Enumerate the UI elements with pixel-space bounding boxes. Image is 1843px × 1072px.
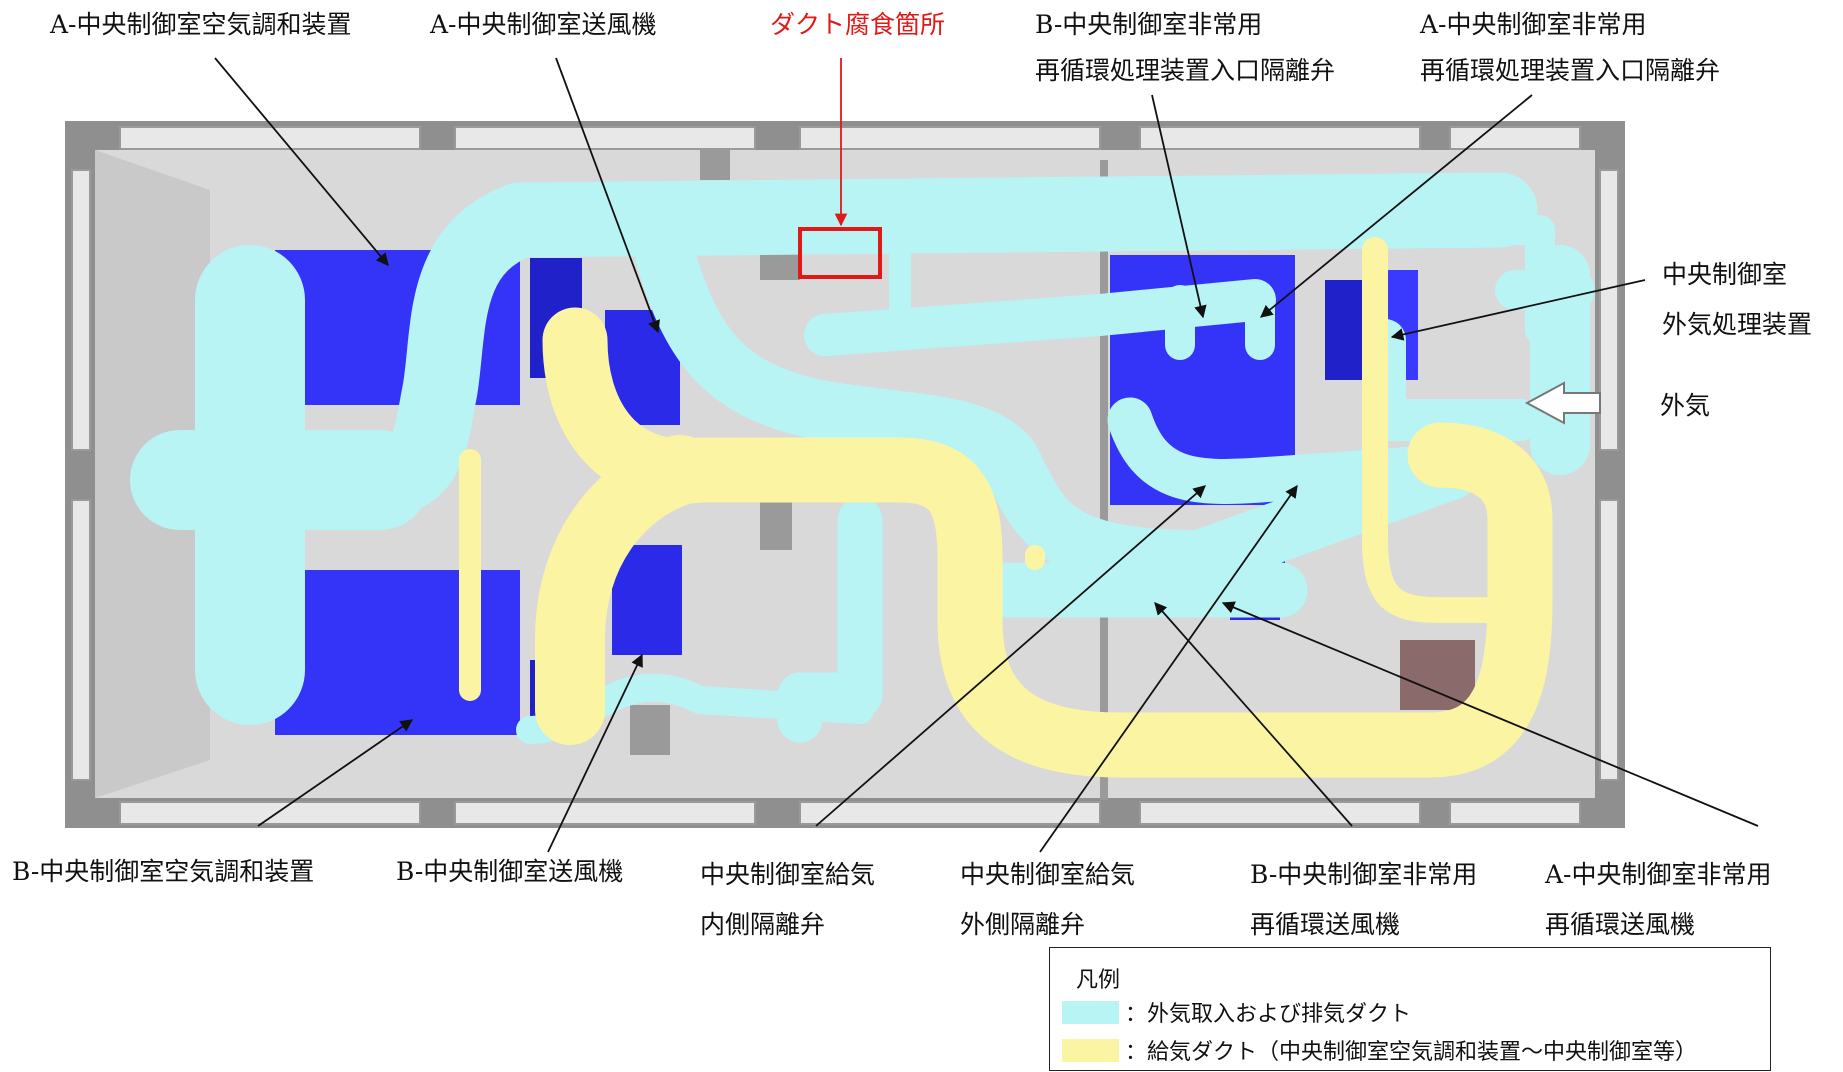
label-oa-unit-line1: 中央制御室 — [1662, 260, 1788, 289]
label-outer-valve: 中央制御室給気 外側隔離弁 — [960, 850, 1135, 950]
label-outer-valve-line1: 中央制御室給気 — [960, 860, 1136, 889]
corrosion-highlight-box — [798, 227, 882, 279]
label-b-fan: B-中央制御室送風機 — [396, 857, 624, 886]
leader-lines — [214, 57, 1759, 853]
outside-air-ducts — [130, 172, 1595, 744]
legend-text-supply-air: ：給気ダクト（中央制御室空気調和装置～中央制御室等） — [1125, 1040, 1698, 1065]
label-oa-unit-line2: 外気処理装置 — [1662, 310, 1813, 339]
label-a-recirc-fan: A-中央制御室非常用 再循環送風機 — [1545, 850, 1772, 950]
label-inner-valve-line2: 内側隔離弁 — [700, 910, 826, 939]
label-b-recirc-valve-line1: B-中央制御室非常用 — [1035, 10, 1263, 39]
label-b-recirc-valve-line2: 再循環処理装置入口隔離弁 — [1035, 56, 1336, 85]
label-b-recirc-valve: B-中央制御室非常用 再循環処理装置入口隔離弁 — [1035, 2, 1335, 94]
label-b-recirc-fan-line1: B-中央制御室非常用 — [1250, 860, 1478, 889]
legend-text-outside-air: ：外気取入および排気ダクト — [1125, 1002, 1412, 1027]
label-outside-air: 外気 — [1660, 391, 1711, 420]
label-a-recirc-valve-line2: 再循環処理装置入口隔離弁 — [1420, 56, 1721, 85]
label-b-ahu: B-中央制御室空気調和装置 — [12, 857, 315, 886]
legend-box: 凡例 ：外気取入および排気ダクト ：給気ダクト（中央制御室空気調和装置～中央制御… — [1049, 947, 1771, 1071]
legend-swatch-cyan — [1062, 1000, 1119, 1024]
legend-item-supply-air: ：給気ダクト（中央制御室空気調和装置～中央制御室等） — [1062, 1034, 1697, 1066]
label-a-recirc-fan-line1: A-中央制御室非常用 — [1545, 860, 1772, 889]
supply-air-ducts — [459, 237, 1553, 778]
legend-item-outside-air: ：外気取入および排気ダクト — [1062, 996, 1411, 1028]
label-a-ahu: A-中央制御室空気調和装置 — [50, 10, 352, 39]
label-duct-corrosion: ダクト腐食箇所 — [770, 10, 946, 39]
label-inner-valve-line1: 中央制御室給気 — [700, 860, 876, 889]
label-a-recirc-valve-line1: A-中央制御室非常用 — [1420, 10, 1647, 39]
legend-title: 凡例 — [1076, 968, 1121, 993]
label-inner-valve: 中央制御室給気 内側隔離弁 — [700, 850, 875, 950]
label-a-recirc-fan-line2: 再循環送風機 — [1545, 910, 1696, 939]
label-a-recirc-valve: A-中央制御室非常用 再循環処理装置入口隔離弁 — [1420, 2, 1720, 94]
label-oa-unit: 中央制御室 外気処理装置 — [1662, 250, 1812, 350]
label-a-fan: A-中央制御室送風機 — [430, 10, 657, 39]
label-b-recirc-fan-line2: 再循環送風機 — [1250, 910, 1401, 939]
label-b-recirc-fan: B-中央制御室非常用 再循環送風機 — [1250, 850, 1477, 950]
legend-swatch-yellow — [1062, 1038, 1119, 1062]
label-outer-valve-line2: 外側隔離弁 — [960, 910, 1086, 939]
outside-air-arrow-icon — [1524, 381, 1601, 425]
